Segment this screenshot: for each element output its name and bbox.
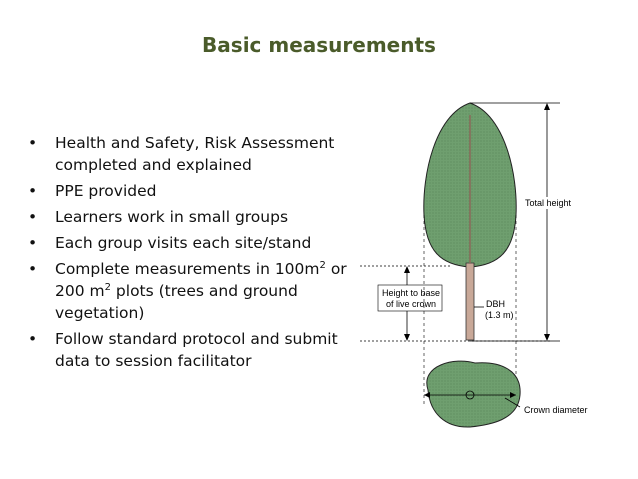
bullet-icon: • xyxy=(28,182,38,200)
bullet-list: •Health and Safety, Risk Assessment comp… xyxy=(28,132,348,376)
tree-trunk-shape xyxy=(465,262,475,341)
crown-plan-view-shape xyxy=(426,360,521,428)
height-to-base-label-line1: Height to base xyxy=(382,288,440,298)
height-to-base-label-line2: of live crown xyxy=(386,299,436,309)
total-height-label: Total height xyxy=(525,198,572,208)
bullet-item-site-visits: •Each group visits each site/stand xyxy=(28,234,312,252)
dbh-label-line2: (1.3 m) xyxy=(485,310,514,320)
bullet-item-ppe: •PPE provided xyxy=(28,182,157,200)
bullet-item-protocol: •Follow standard protocol and submit dat… xyxy=(28,330,338,370)
bullet-icon: • xyxy=(28,208,38,226)
bullet-item-small-groups: •Learners work in small groups xyxy=(28,208,289,226)
slide-title: Basic measurements xyxy=(202,33,436,57)
bullet-item-health-safety: •Health and Safety, Risk Assessment comp… xyxy=(28,134,335,174)
bullet-icon: • xyxy=(28,330,38,348)
dbh-label-line1: DBH xyxy=(486,299,505,309)
bullet-icon: • xyxy=(28,234,38,252)
bullet-item-measurements: •Complete measurements in 100m2 or 200 m… xyxy=(28,259,347,322)
crown-diameter-label: Crown diameter xyxy=(524,405,588,415)
tree-measurement-diagram: Total height Height to base of live crow… xyxy=(360,102,588,428)
bullet-icon: • xyxy=(28,134,38,152)
bullet-icon: • xyxy=(28,260,38,278)
